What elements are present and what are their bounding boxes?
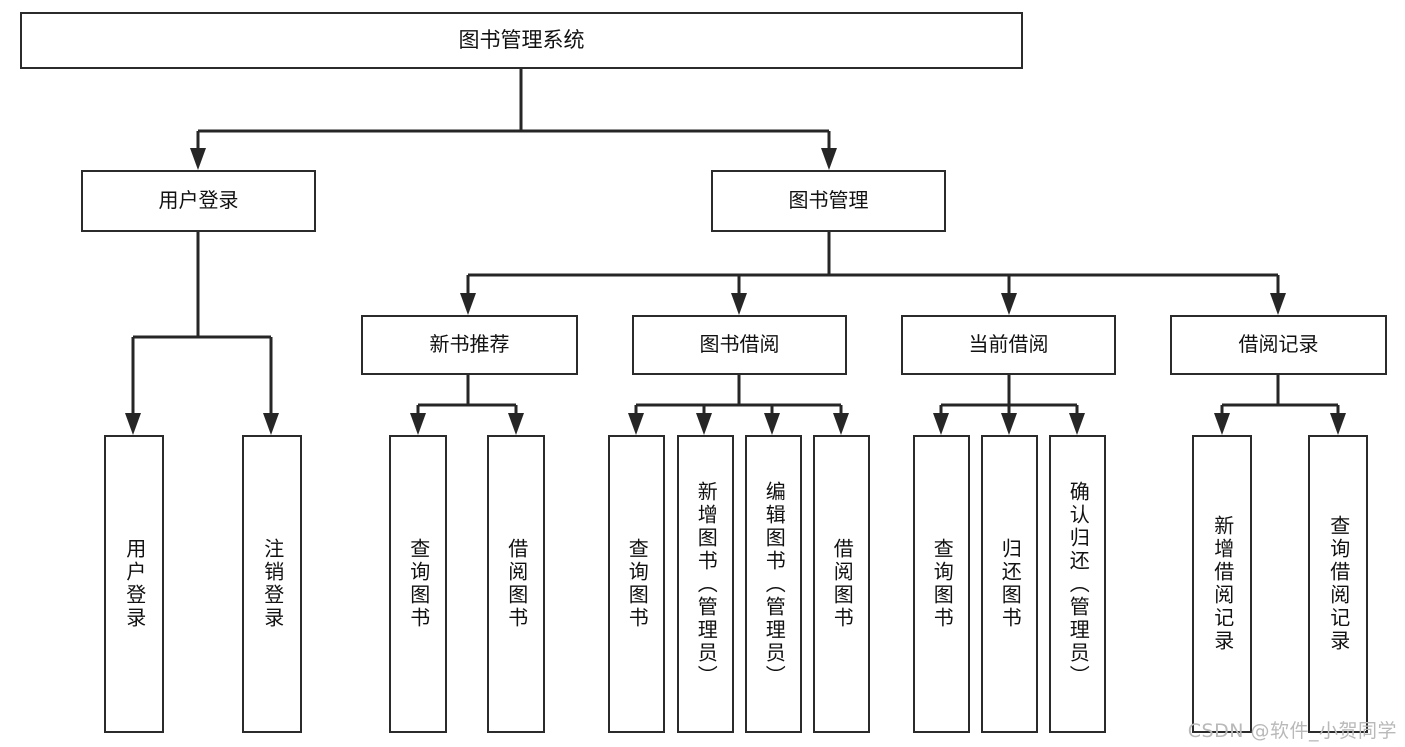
leaf-current-borrow-query[interactable]: 查询图书 <box>913 435 970 733</box>
leaf-book-borrow-query[interactable]: 查询图书 <box>608 435 665 733</box>
node-root-system[interactable]: 图书管理系统 <box>20 12 1023 69</box>
node-label: 归还图书 <box>998 538 1023 630</box>
node-label: 图书管理系统 <box>458 28 585 53</box>
node-book-management[interactable]: 图书管理 <box>711 170 946 232</box>
node-label: 借阅图书 <box>504 538 529 630</box>
node-current-borrow[interactable]: 当前借阅 <box>901 315 1116 375</box>
node-user-login[interactable]: 用户登录 <box>81 170 316 232</box>
node-borrow-record[interactable]: 借阅记录 <box>1170 315 1387 375</box>
leaf-book-borrow-edit[interactable]: 编辑图书（管理员） <box>745 435 802 733</box>
leaf-borrow-record-query[interactable]: 查询借阅记录 <box>1308 435 1368 733</box>
node-label: 图书借阅 <box>699 332 780 357</box>
leaf-book-borrow-add[interactable]: 新增图书（管理员） <box>677 435 734 733</box>
leaf-new-book-query[interactable]: 查询图书 <box>389 435 447 733</box>
leaf-user-login-signout[interactable]: 注销登录 <box>242 435 302 733</box>
node-label: 编辑图书（管理员） <box>762 480 787 688</box>
csdn-watermark: CSDN @软件_小贺同学 <box>1187 720 1397 742</box>
leaf-book-borrow-lend[interactable]: 借阅图书 <box>813 435 870 733</box>
node-label: 新书推荐 <box>429 332 510 357</box>
node-label: 查询图书 <box>930 538 955 630</box>
leaf-user-login-signin[interactable]: 用户登录 <box>104 435 164 733</box>
leaf-new-book-borrow[interactable]: 借阅图书 <box>487 435 545 733</box>
node-label: 图书管理 <box>788 188 869 213</box>
node-new-book-recommend[interactable]: 新书推荐 <box>361 315 578 375</box>
node-label: 用户登录 <box>158 188 239 213</box>
node-book-borrow[interactable]: 图书借阅 <box>632 315 847 375</box>
node-label: 查询图书 <box>625 538 650 630</box>
node-label: 新增图书（管理员） <box>694 480 719 688</box>
node-label: 查询图书 <box>406 538 431 630</box>
node-label: 当前借阅 <box>968 332 1049 357</box>
node-label: 注销登录 <box>260 538 285 630</box>
node-label: 新增借阅记录 <box>1210 515 1235 653</box>
node-label: 确认归还（管理员） <box>1066 480 1091 688</box>
leaf-current-borrow-return[interactable]: 归还图书 <box>981 435 1038 733</box>
node-label: 借阅记录 <box>1238 332 1319 357</box>
node-label: 借阅图书 <box>830 538 855 630</box>
leaf-borrow-record-add[interactable]: 新增借阅记录 <box>1192 435 1252 733</box>
node-label: 查询借阅记录 <box>1326 515 1351 653</box>
node-label: 用户登录 <box>122 538 147 630</box>
leaf-current-borrow-confirm[interactable]: 确认归还（管理员） <box>1049 435 1106 733</box>
